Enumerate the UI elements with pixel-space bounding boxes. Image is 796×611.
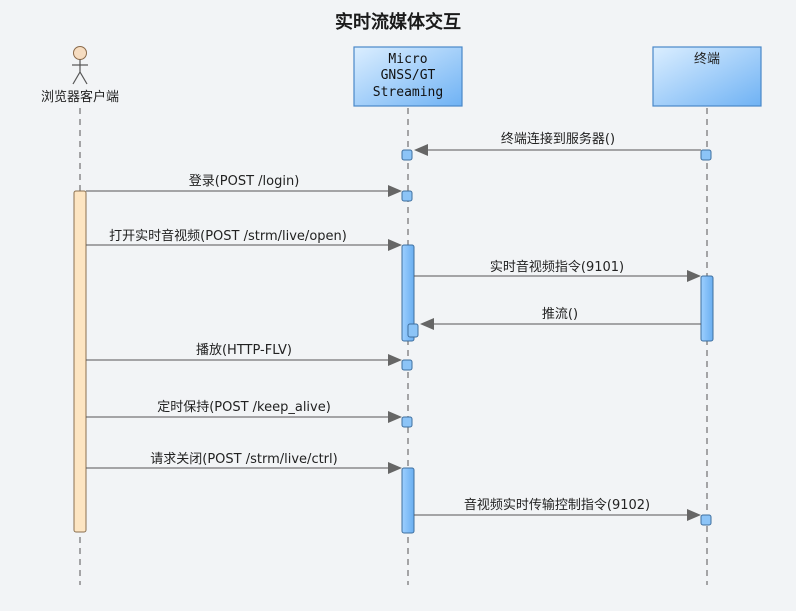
server-label-line-2: GNSS/GT (381, 68, 436, 83)
actor-browser-label: 浏览器客户端 (41, 89, 119, 105)
terminal-label: 终端 (694, 51, 720, 67)
message-terminal-connect: 终端连接到服务器() (401, 131, 712, 161)
message-label: 音视频实时传输控制指令(9102) (464, 497, 650, 513)
participant-terminal: 终端 (652, 46, 762, 107)
message-9102-control: 音视频实时传输控制指令(9102) (414, 497, 712, 526)
message-label: 定时保持(POST /keep_alive) (157, 400, 331, 415)
message-play: 播放(HTTP-FLV) (86, 343, 413, 371)
server-label-line-3: Streaming (373, 85, 443, 100)
activation-server-close (401, 467, 415, 534)
diagram-title: 实时流媒体交互 (335, 11, 461, 33)
message-push-stream: 推流() (407, 307, 701, 338)
message-label: 登录(POST /login) (189, 174, 300, 189)
message-label: 请求关闭(POST /strm/live/ctrl) (150, 452, 337, 467)
message-label: 播放(HTTP-FLV) (196, 343, 292, 358)
actor-head-icon (73, 46, 87, 60)
message-label: 实时音视频指令(9101) (490, 259, 624, 275)
message-open-live: 打开实时音视频(POST /strm/live/open) (86, 228, 402, 251)
message-keep-alive: 定时保持(POST /keep_alive) (86, 400, 413, 428)
message-label: 推流() (542, 307, 578, 322)
message-close-request: 请求关闭(POST /strm/live/ctrl) (86, 452, 402, 474)
activation-server-open (401, 244, 415, 342)
message-9101-command: 实时音视频指令(9101) (414, 259, 701, 282)
server-label-line-1: Micro (388, 52, 427, 67)
activation-terminal (700, 275, 714, 342)
actor-browser: 浏览器客户端 (41, 46, 119, 105)
message-label: 打开实时音视频(POST /strm/live/open) (109, 228, 347, 244)
participant-server: Micro GNSS/GT Streaming (353, 46, 463, 107)
message-label: 终端连接到服务器() (501, 131, 615, 147)
message-login: 登录(POST /login) (86, 174, 413, 202)
activation-browser (73, 190, 87, 533)
